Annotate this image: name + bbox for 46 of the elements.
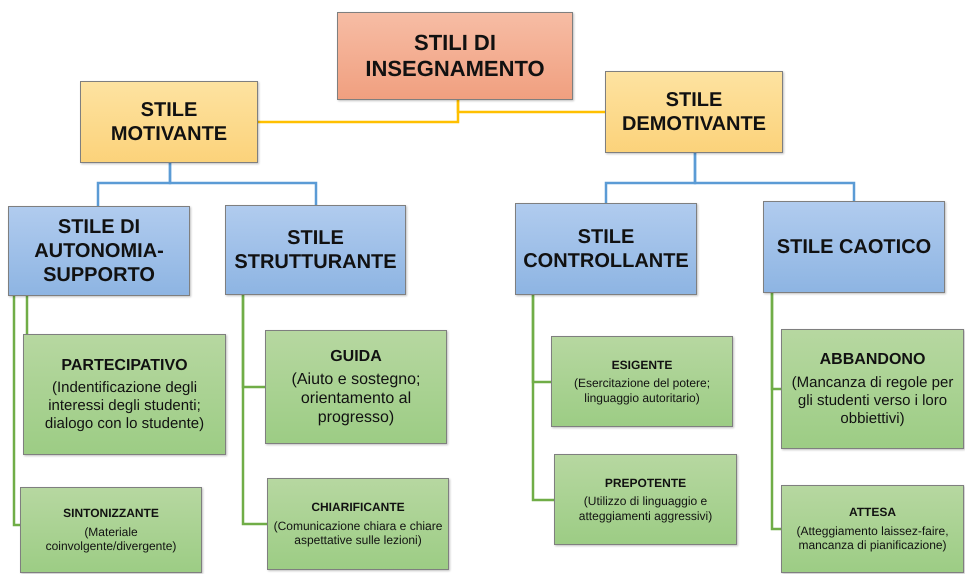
box-description: (Aiuto e sostegno; orientamento al progresso) [290,370,422,428]
box-description: (Materiale coinvolgente/divergente) [44,524,178,554]
category-box [80,81,258,163]
substyle-box [781,329,964,449]
box-description: (Esercitazione del potere; linguaggio autoritario) [572,376,712,406]
box-title: PREPOTENTE [604,476,686,490]
style-box [8,206,190,296]
connector-line [770,293,781,530]
style-box [225,205,406,295]
box-title: STILI DI INSEGNAMENTO [364,30,546,82]
box-title: STILE DI AUTONOMIA- SUPPORTO [33,215,165,287]
box-title: STILE STRUTTURANTE [233,226,398,274]
box-description: (Comunicazione chiara e chiare aspettative sulle lezioni) [272,518,444,548]
box-description: (Utilizzo di linguaggio e atteggiamenti aggressivi) [578,494,714,524]
connector-line [694,153,856,201]
box-title: STILE DEMOTIVANTE [620,88,768,136]
title-box [337,12,573,100]
box-title: ESIGENTE [612,358,672,372]
category-box [605,71,783,153]
box-title: STILE CONTROLLANTE [522,225,690,273]
box-description: (Indentificazione degli interessi degli studenti; dialogo con lo studente) [44,379,206,434]
connector-line [12,296,20,526]
connector-line [26,296,28,334]
box-title: SINTONIZZANTE [63,506,159,521]
connector-line [168,163,318,205]
box-title: ABBANDONO [820,350,926,370]
connector-line [242,295,267,526]
box-title: GUIDA [330,346,382,366]
box-description: (Mancanza di regole per gli studenti verso i loro obbiettivi) [790,374,954,428]
box-description: (Atteggiamento laissez-faire, mancanza di pianificazione) [795,524,950,553]
style-box [763,201,945,293]
substyle-box [554,454,737,545]
box-title: STILE MOTIVANTE [110,98,228,146]
connector-line [532,295,554,502]
box-title: ATTESA [848,505,896,520]
box-title: STILE CAOTICO [776,235,932,259]
substyle-box [23,334,226,455]
substyle-box [20,487,202,573]
substyle-box [267,478,449,570]
substyle-box [265,330,447,444]
substyle-box [781,485,964,573]
box-title: PARTECIPATIVO [61,356,188,376]
box-title: CHIARIFICANTE [311,500,405,515]
style-box [515,203,697,295]
substyle-box [551,336,733,427]
connector-line [456,100,605,114]
